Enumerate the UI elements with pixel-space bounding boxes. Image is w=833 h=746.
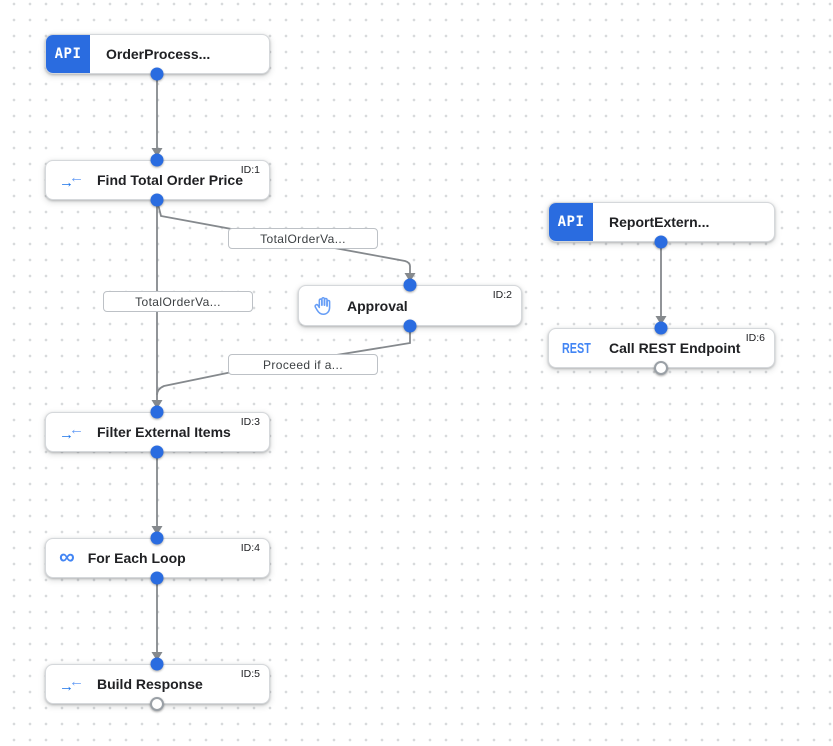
arrow-right-glyph: → xyxy=(59,425,74,443)
node-title: Approval xyxy=(347,297,408,314)
edge-approval-to-filter xyxy=(156,326,411,396)
node-id-badge: ID:6 xyxy=(745,332,765,344)
node-id-badge: ID:2 xyxy=(492,289,512,301)
edge-label-proceed-if[interactable]: Proceed if a... xyxy=(228,354,378,375)
arrow-right-glyph: → xyxy=(59,677,74,695)
data-mapping-icon: → ← xyxy=(59,672,84,695)
data-mapping-icon: → ← xyxy=(59,420,84,443)
rest-icon: REST xyxy=(562,340,596,357)
api-trigger-icon: API xyxy=(549,203,593,241)
node-find-total-order-price[interactable]: ID:1 → ← Find Total Order Price xyxy=(45,160,270,200)
open-output-dot[interactable] xyxy=(654,361,668,375)
arrow-right-glyph: → xyxy=(59,173,74,191)
rest-icon-text: REST xyxy=(562,339,591,357)
node-title: Call REST Endpoint xyxy=(609,340,741,356)
arrow-left-glyph: ← xyxy=(69,672,84,690)
connection-dot[interactable] xyxy=(150,405,164,419)
arrowhead-icon xyxy=(151,148,163,157)
arrowhead-icon xyxy=(655,316,667,325)
connection-dot[interactable] xyxy=(654,321,668,335)
arrow-left-glyph: ← xyxy=(69,420,84,438)
node-for-each-loop[interactable]: ID:4 ∞ For Each Loop xyxy=(45,538,270,578)
node-title: OrderProcess... xyxy=(106,46,211,62)
arrowhead-icon xyxy=(151,526,163,535)
connection-dot[interactable] xyxy=(150,571,164,585)
arrowhead-icon xyxy=(151,652,163,661)
edge-label-totalorder-right[interactable]: TotalOrderVa... xyxy=(228,228,378,249)
node-id-badge: ID:5 xyxy=(240,668,260,680)
infinity-loop-icon: ∞ xyxy=(59,543,75,569)
node-approval[interactable]: ID:2 Approval xyxy=(298,285,522,326)
connection-dot[interactable] xyxy=(150,193,164,207)
node-trigger-orderprocess[interactable]: API OrderProcess... xyxy=(45,34,270,74)
connection-dot[interactable] xyxy=(150,657,164,671)
connection-dot[interactable] xyxy=(150,445,164,459)
connection-dot[interactable] xyxy=(654,235,668,249)
edge-label-totalorder-left[interactable]: TotalOrderVa... xyxy=(103,291,253,312)
arrowhead-icon xyxy=(404,273,416,282)
connection-dot[interactable] xyxy=(403,278,417,292)
connection-dot[interactable] xyxy=(150,153,164,167)
node-title: ReportExtern... xyxy=(609,214,710,230)
open-output-dot[interactable] xyxy=(150,697,164,711)
node-title: For Each Loop xyxy=(87,550,186,566)
connection-dot[interactable] xyxy=(403,319,417,333)
node-title: Find Total Order Price xyxy=(97,172,243,188)
data-mapping-icon: → ← xyxy=(59,168,84,191)
node-id-badge: ID:4 xyxy=(240,542,260,554)
connection-dot[interactable] xyxy=(150,531,164,545)
arrow-left-glyph: ← xyxy=(69,168,84,186)
node-title: Build Response xyxy=(97,676,203,692)
hand-icon xyxy=(314,296,331,315)
node-title: Filter External Items xyxy=(97,424,231,440)
connection-dot[interactable] xyxy=(150,67,164,81)
api-trigger-icon: API xyxy=(46,35,90,73)
node-trigger-reportextern[interactable]: API ReportExtern... xyxy=(548,202,775,242)
edge-findtotal-to-approval xyxy=(156,199,411,273)
arrowhead-icon xyxy=(151,400,163,409)
node-id-badge: ID:1 xyxy=(240,164,260,176)
node-id-badge: ID:3 xyxy=(240,416,260,428)
